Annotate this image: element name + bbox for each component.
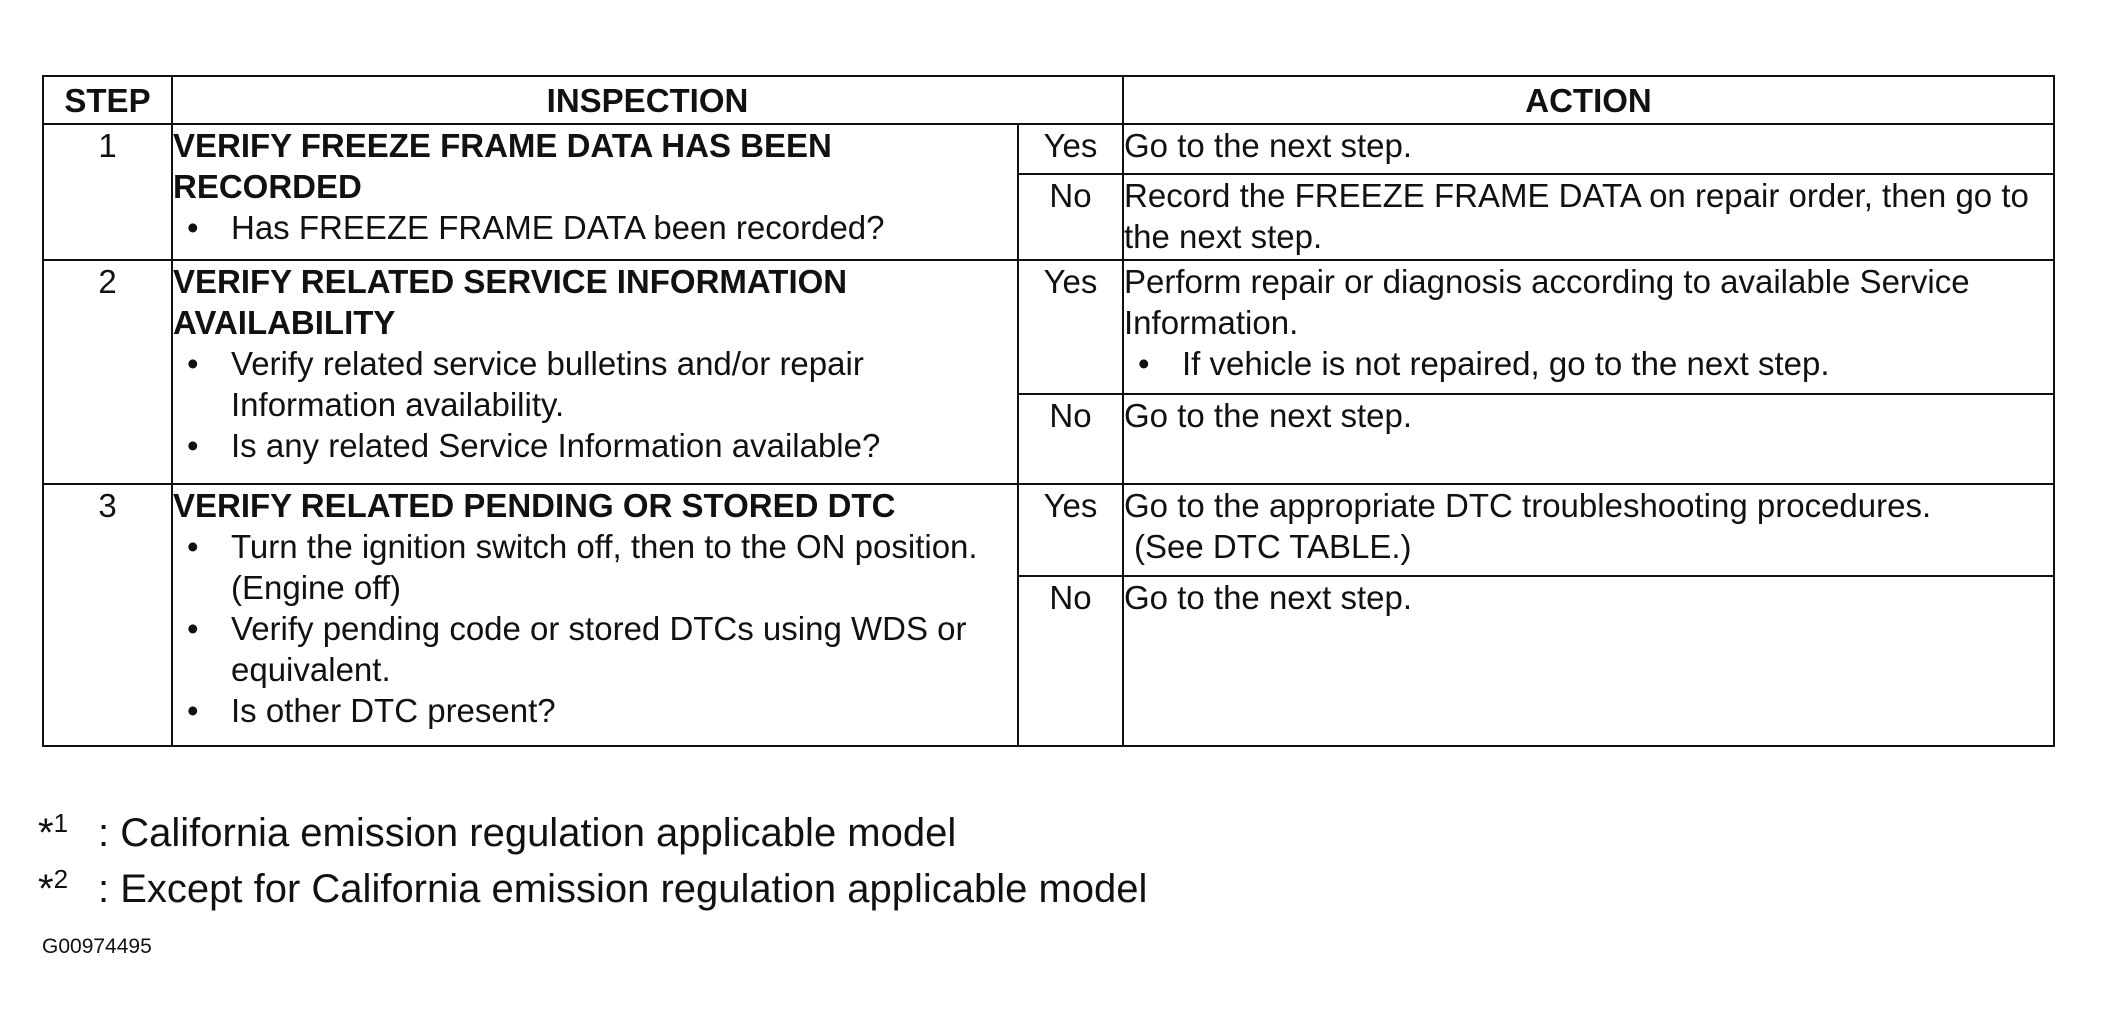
step-number: 1 <box>42 123 173 261</box>
yes-label: Yes <box>1016 259 1125 395</box>
footnote-number: 2 <box>53 864 69 894</box>
footnote-marker: *1 <box>38 800 98 856</box>
footnote: *1: California emission regulation appli… <box>38 800 1147 856</box>
asterisk: * <box>38 867 54 911</box>
table-row: 3 VERIFY RELATED PENDING OR STORED DTC T… <box>42 483 2056 747</box>
inspection-bullets: Verify related service bulletins and/or … <box>173 343 1017 466</box>
bullet-item: Has FREEZE FRAME DATA been recorded? <box>187 207 1017 248</box>
footnotes: *1: California emission regulation appli… <box>38 800 1147 912</box>
step-number: 3 <box>42 483 173 747</box>
footnote-text: : California emission regulation applica… <box>98 811 957 855</box>
header-action: ACTION <box>1122 75 2056 125</box>
footnote-marker: *2 <box>38 856 98 912</box>
figure-id: G00974495 <box>42 935 152 958</box>
yes-action-cell: Go to the appropriate DTC troubleshootin… <box>1122 483 2056 577</box>
inspection-bullets: Has FREEZE FRAME DATA been recorded? <box>173 207 1017 248</box>
inspection-title: VERIFY RELATED SERVICE INFORMATION AVAIL… <box>173 263 848 341</box>
table-row: 1 VERIFY FREEZE FRAME DATA HAS BEEN RECO… <box>42 123 2056 261</box>
bullet-item: Verify related service bulletins and/or … <box>187 343 1017 425</box>
bullet-item: Turn the ignition switch off, then to th… <box>187 526 1017 608</box>
yes-action: Go to the next step. <box>1122 123 2056 175</box>
no-label: No <box>1016 173 1125 261</box>
yes-action-cell: Perform repair or diagnosis according to… <box>1122 259 2056 395</box>
asterisk: * <box>38 811 54 855</box>
footnote-number: 1 <box>53 808 69 838</box>
header-inspection: INSPECTION <box>170 75 1125 125</box>
yes-action: Perform repair or diagnosis according to… <box>1124 263 1970 341</box>
no-action: Go to the next step. <box>1122 393 2056 485</box>
bullet-item: Is any related Service Information avail… <box>187 425 1017 466</box>
yes-label: Yes <box>1016 483 1125 577</box>
no-action: Go to the next step. <box>1122 575 2056 747</box>
see-dtc-table-note: (See DTC TABLE.) <box>1134 528 1412 565</box>
step-number: 2 <box>42 259 173 485</box>
table-row: No Go to the next step. <box>43 393 2056 485</box>
diagnostic-table: STEP INSPECTION ACTION 1 VERIFY FREEZE F… <box>42 75 2056 747</box>
yes-label: Yes <box>1016 123 1125 175</box>
header-step: STEP <box>42 75 173 125</box>
inspection-title: VERIFY FREEZE FRAME DATA HAS BEEN RECORD… <box>173 127 832 205</box>
table-row: No Record the FREEZE FRAME DATA on repai… <box>43 173 2056 261</box>
table-header-row: STEP INSPECTION ACTION <box>42 75 2056 125</box>
bullet-item: If vehicle is not repaired, go to the ne… <box>1138 343 2053 384</box>
footnote: *2: Except for California emission regul… <box>38 856 1147 912</box>
action-bullets: If vehicle is not repaired, go to the ne… <box>1124 343 2053 384</box>
bullet-item: Is other DTC present? <box>187 690 1017 731</box>
inspection-title: VERIFY RELATED PENDING OR STORED DTC <box>173 487 896 524</box>
inspection-cell: VERIFY RELATED PENDING OR STORED DTC Tur… <box>171 483 1019 747</box>
footnote-text: : Except for California emission regulat… <box>98 867 1148 911</box>
bullet-item: Verify pending code or stored DTCs using… <box>187 608 1017 690</box>
no-label: No <box>1016 575 1125 747</box>
inspection-cell: VERIFY RELATED SERVICE INFORMATION AVAIL… <box>171 259 1019 485</box>
inspection-bullets: Turn the ignition switch off, then to th… <box>173 526 1017 731</box>
no-label: No <box>1016 393 1125 485</box>
inspection-cell: VERIFY FREEZE FRAME DATA HAS BEEN RECORD… <box>171 123 1019 261</box>
table-row: No Go to the next step. <box>43 575 2056 747</box>
table-row: 2 VERIFY RELATED SERVICE INFORMATION AVA… <box>42 259 2056 485</box>
no-action: Record the FREEZE FRAME DATA on repair o… <box>1122 173 2056 261</box>
yes-action: Go to the appropriate DTC troubleshootin… <box>1124 487 1932 524</box>
